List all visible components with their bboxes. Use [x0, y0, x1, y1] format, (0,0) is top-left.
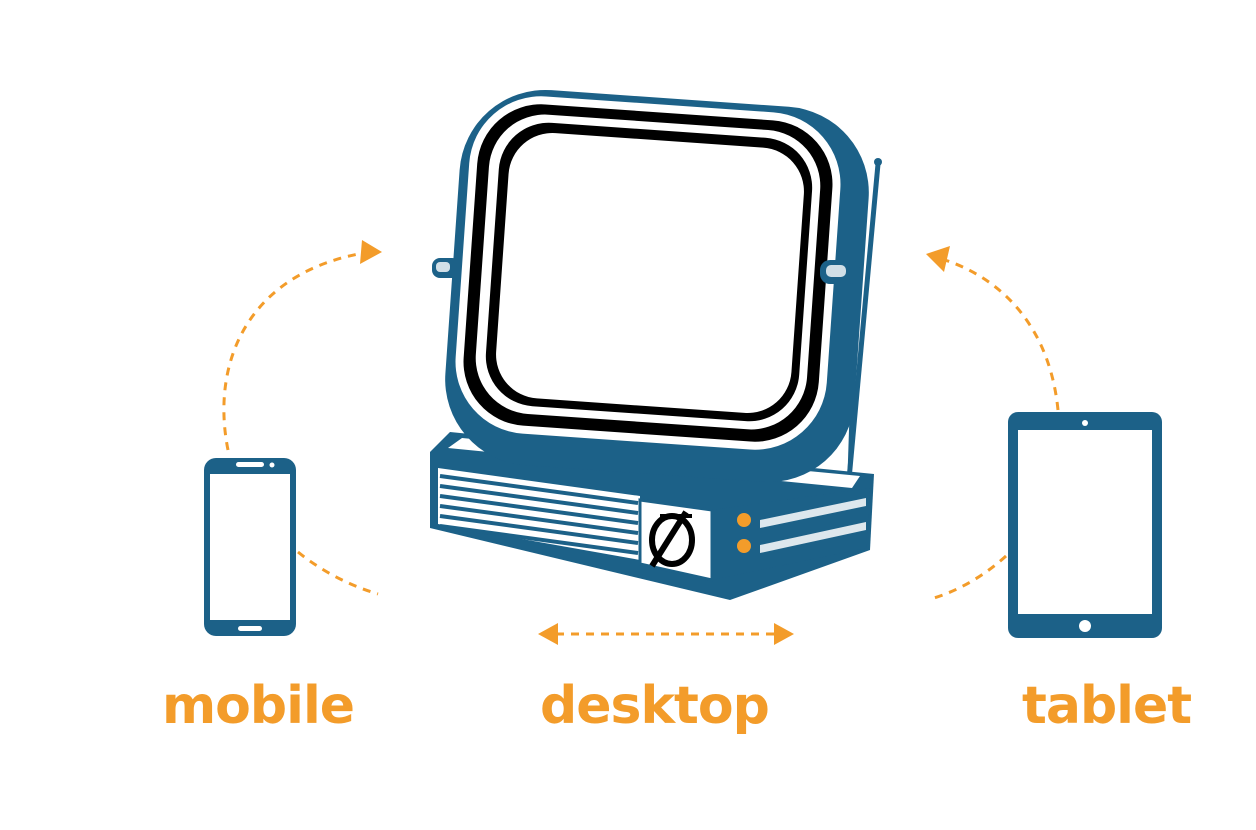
smartphone-icon [204, 458, 296, 636]
retro-tv-icon [430, 89, 882, 600]
speaker-grille [439, 474, 639, 555]
desktop-double-arrow [538, 623, 794, 645]
d-logo-icon [649, 510, 695, 568]
tablet-icon [1008, 412, 1162, 638]
mobile-label: mobile [162, 676, 355, 736]
mobile-to-desktop-arrow [222, 240, 382, 451]
tablet-lower-dashed-arc [933, 554, 1008, 600]
tablet-to-desktop-arrow [926, 246, 1060, 411]
mobile-lower-dashed-arc [297, 550, 379, 596]
orange-knob-bottom [737, 539, 751, 553]
tv-screen [496, 132, 804, 414]
orange-knob-top [737, 513, 751, 527]
desktop-label: desktop [540, 676, 770, 736]
tablet-label: tablet [1022, 676, 1192, 736]
